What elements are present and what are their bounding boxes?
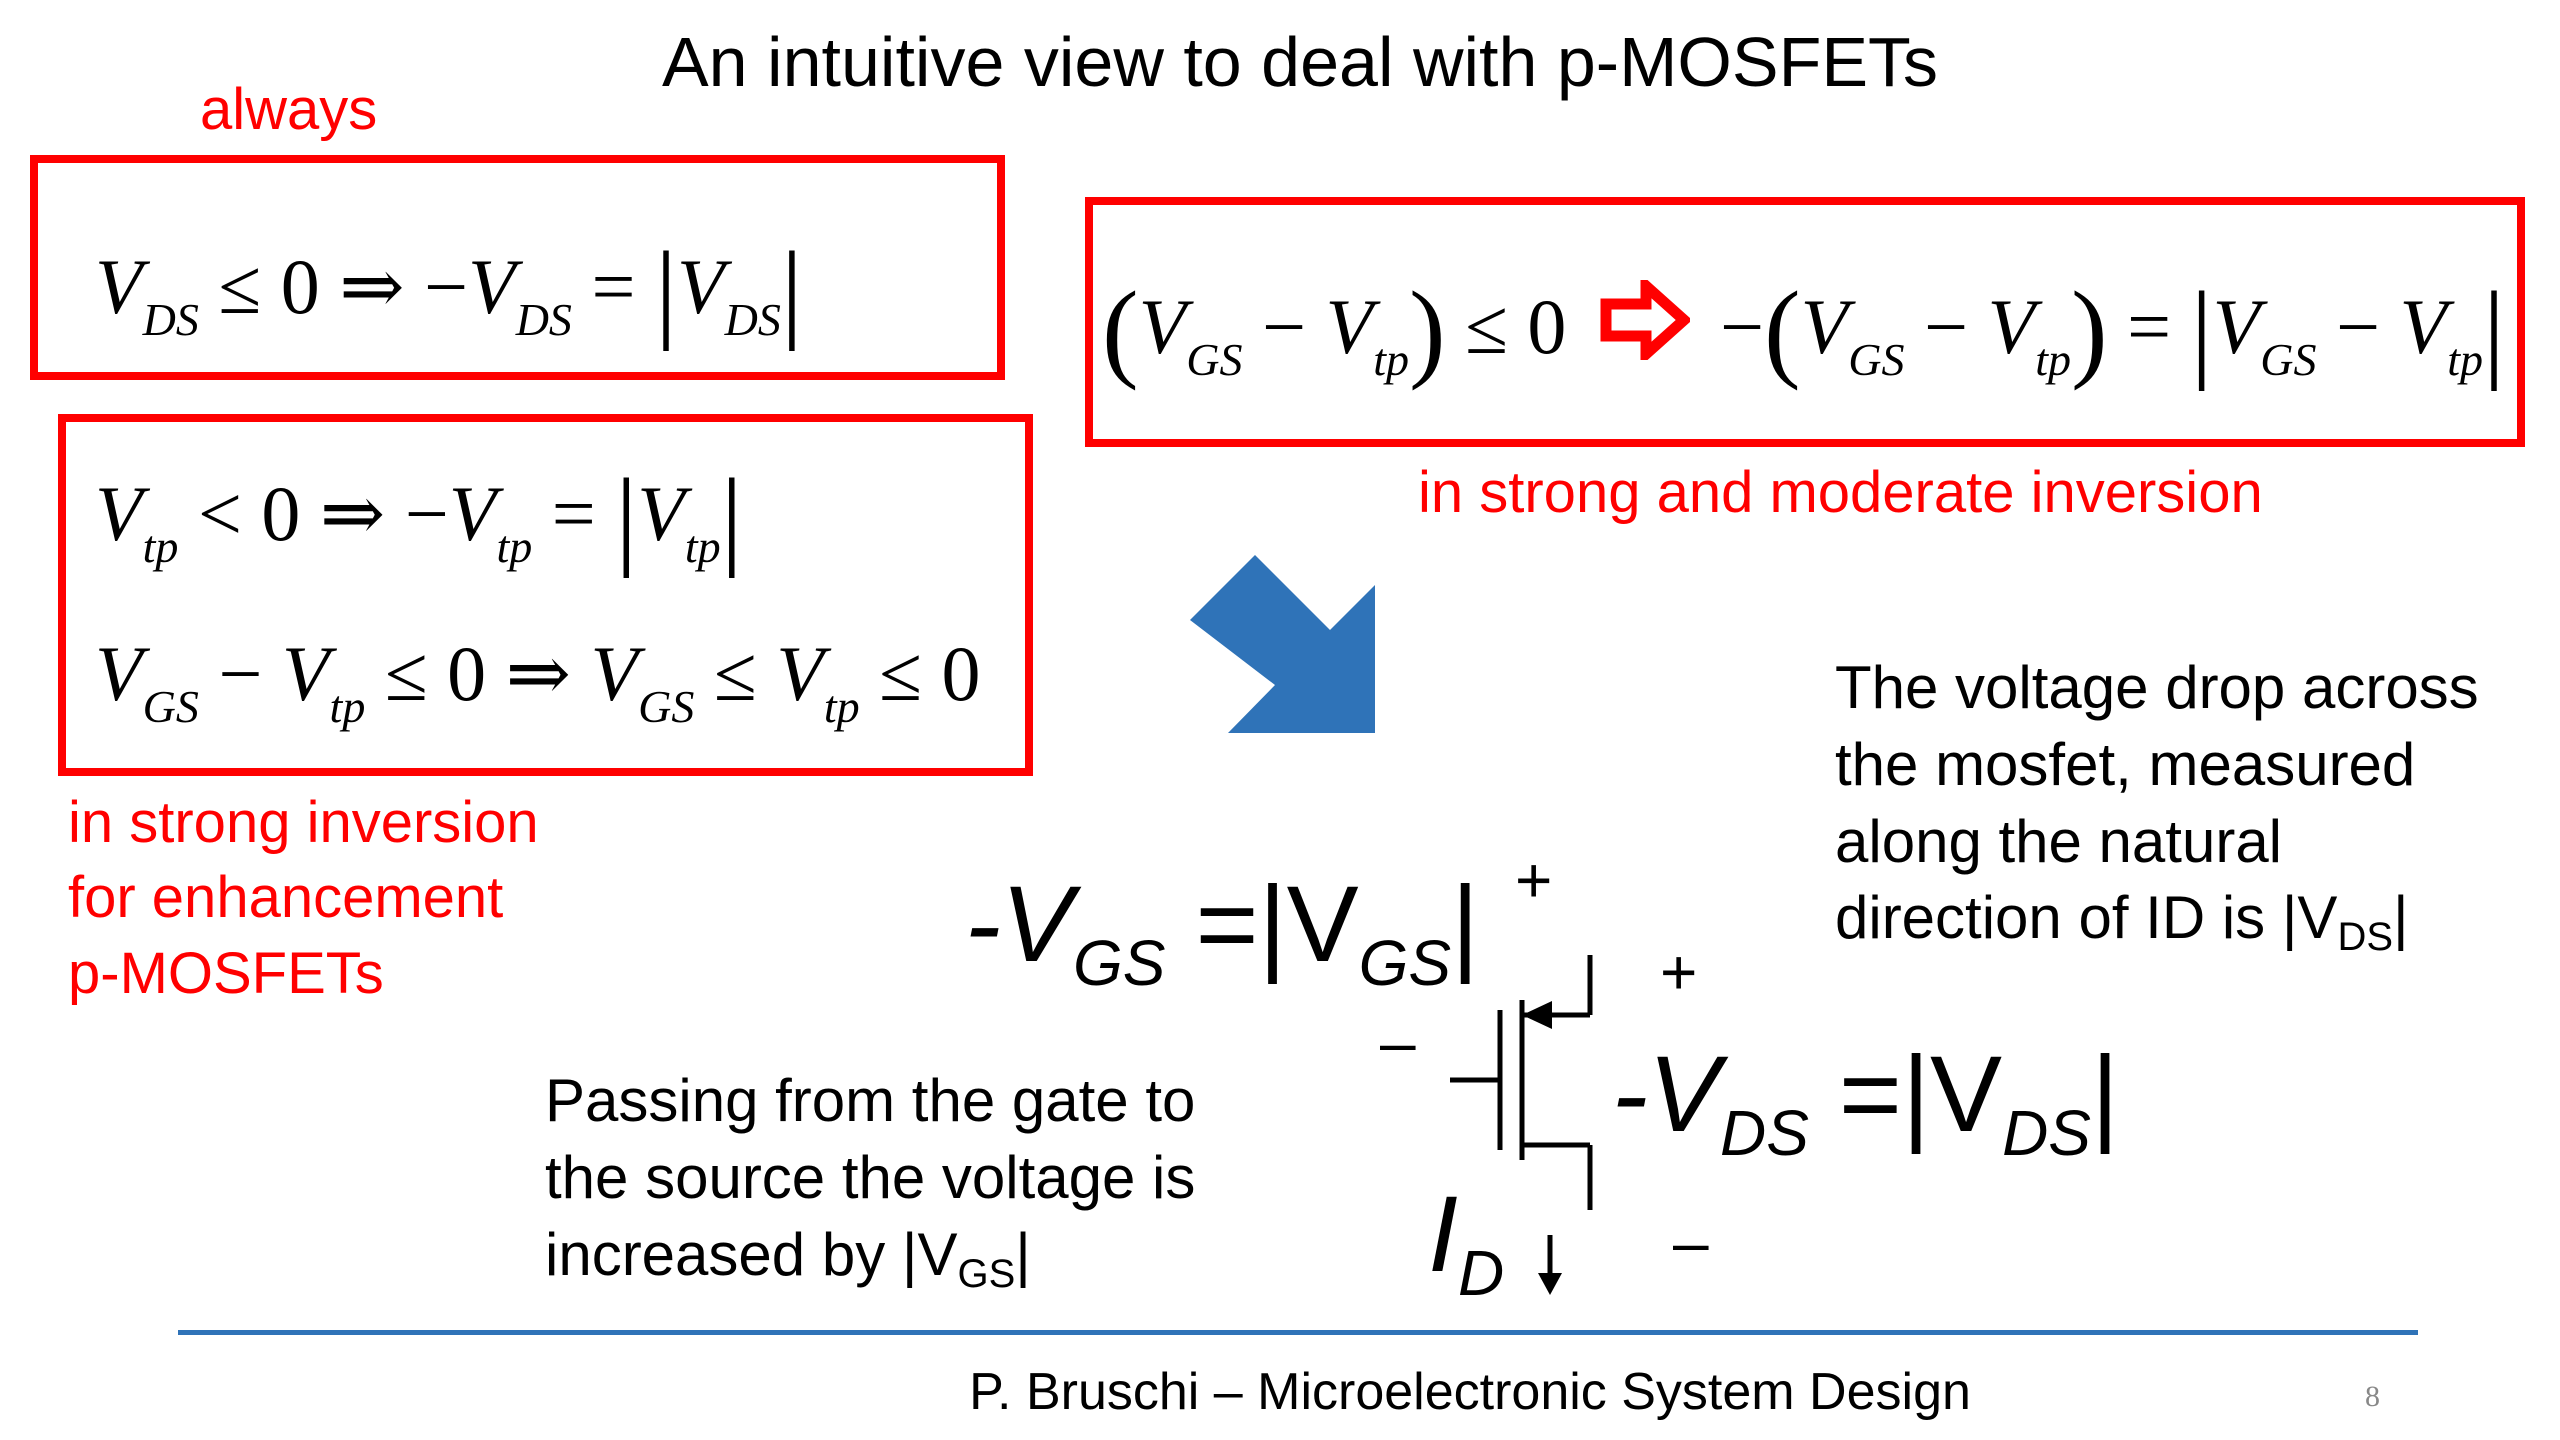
vds-minus-sign: – bbox=[1673, 1206, 1709, 1278]
vgs-expression: -VGS =|VGS| bbox=[965, 863, 1480, 999]
vgs-plus-sign: + bbox=[1515, 844, 1553, 916]
formula-overdrive-left: (VGS − Vtp) ≤ 0 bbox=[1102, 269, 1567, 391]
pmos-transistor-symbol bbox=[1450, 955, 1593, 1295]
footer-text: P. Bruschi – Microelectronic System Desi… bbox=[969, 1363, 1971, 1421]
id-label: ID bbox=[1428, 1173, 1505, 1309]
note-gate-source: Passing from the gate to the source the … bbox=[545, 1067, 1196, 1296]
right-arrow-icon bbox=[1600, 280, 1690, 360]
slide-title: An intuitive view to deal with p-MOSFETs bbox=[661, 23, 1939, 101]
formula-overdrive-right: −(VGS − Vtp) = |VGS − Vtp| bbox=[1720, 269, 2505, 391]
label-strong-moderate: in strong and moderate inversion bbox=[1418, 460, 2263, 525]
diagonal-arrow-icon bbox=[1190, 555, 1375, 733]
vds-plus-sign: + bbox=[1660, 936, 1698, 1008]
formula-vgs-vtp: VGS − Vtp ≤ 0 ⇒ VGS ≤ Vtp ≤ 0 bbox=[95, 630, 981, 732]
note-voltage-drop: The voltage drop across the mosfet, meas… bbox=[1835, 654, 2479, 960]
vds-expression: -VDS =|VDS| bbox=[1612, 1033, 2120, 1169]
label-always: always bbox=[200, 77, 378, 142]
formula-box-vds bbox=[30, 155, 1005, 380]
formula-box-overdrive bbox=[1085, 197, 2525, 447]
footer-rule bbox=[178, 1330, 2418, 1335]
formula-vds: VDS ≤ 0 ⇒ −VDS = |VDS| bbox=[95, 229, 803, 351]
label-strong-enhancement: in strong inversion for enhancement p-MO… bbox=[68, 790, 539, 1006]
formula-vtp: Vtp < 0 ⇒ −Vtp = |Vtp| bbox=[95, 456, 743, 578]
vgs-minus-sign: – bbox=[1380, 1006, 1416, 1078]
page-number: 8 bbox=[2365, 1380, 2380, 1413]
formula-box-vtp bbox=[58, 414, 1033, 776]
